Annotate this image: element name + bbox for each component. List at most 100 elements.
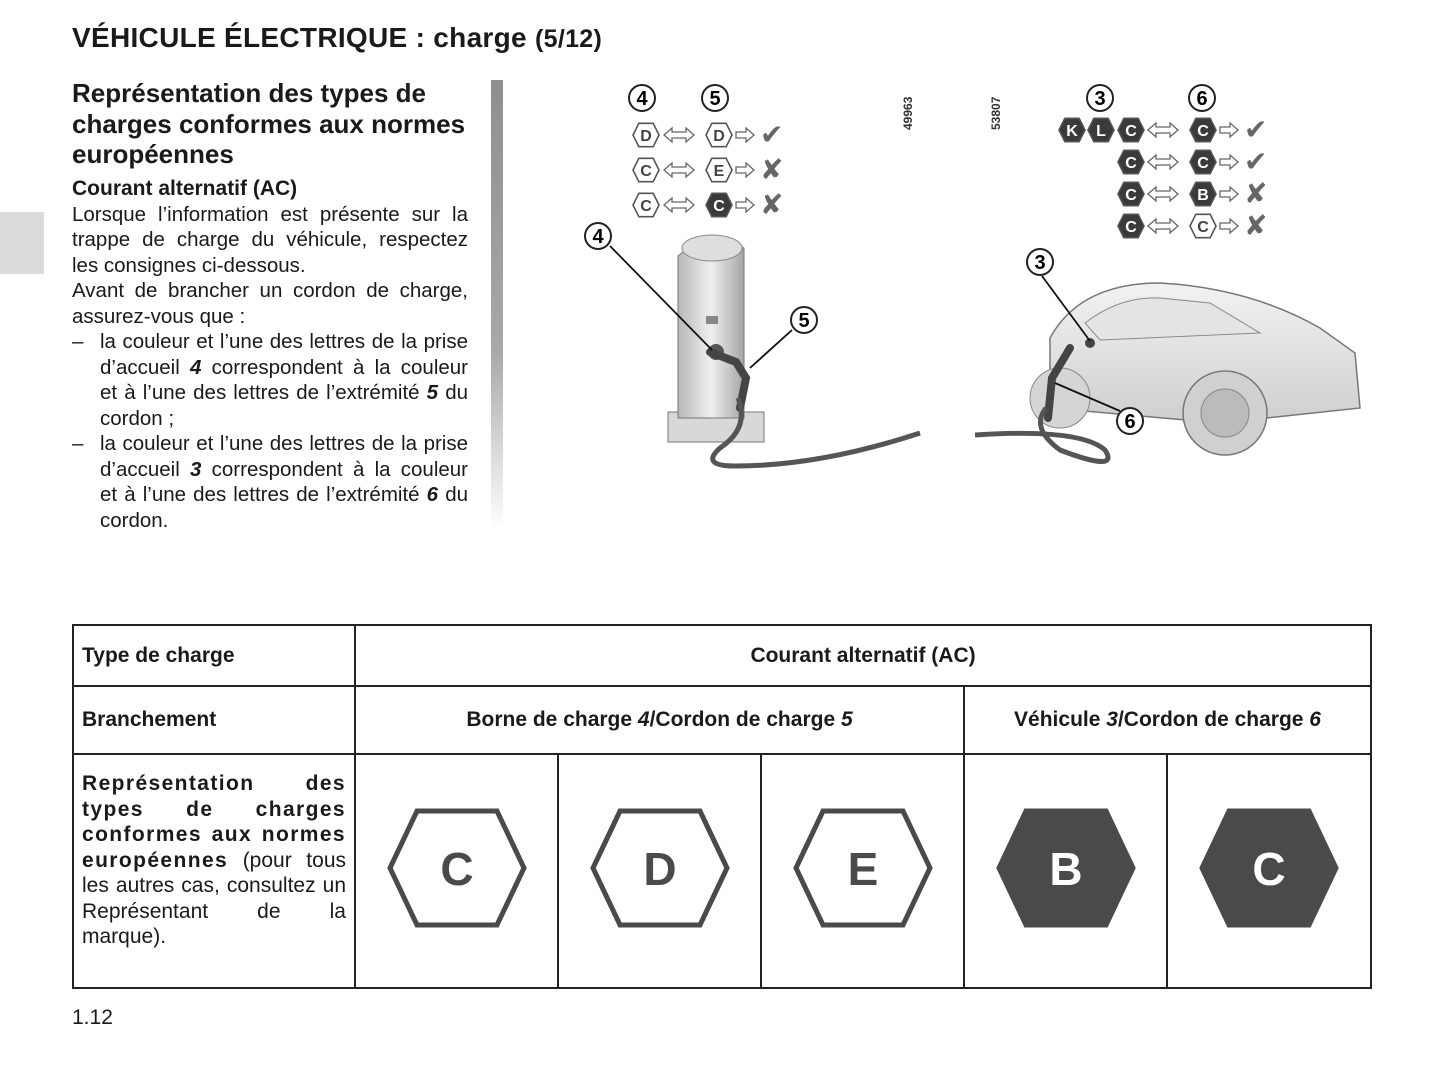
car [974,275,1361,464]
svg-text:C: C [640,163,652,180]
chapter-tab [0,212,44,274]
legend-hexagon: D [705,122,733,148]
paragraph-before: Avant de brancher un cordon de charge, a… [72,279,468,328]
arrow-right-icon [735,126,755,144]
svg-text:3: 3 [1034,252,1045,274]
svg-text:4: 4 [592,226,604,248]
cross-icon: ✘ [1244,209,1267,242]
page-number: 1.12 [72,1006,113,1029]
svg-text:C: C [1197,123,1209,140]
row-label-connection: Branchement [72,685,356,755]
cross-icon: ✘ [1244,177,1267,210]
svg-text:K: K [1066,123,1078,140]
callout-5-top: 5 [701,84,729,112]
svg-text:4: 4 [636,88,648,110]
svg-text:E: E [847,843,878,895]
section-heading: Représentation des types de charges conf… [72,78,466,169]
cross-icon: ✘ [760,188,783,221]
svg-text:L: L [1096,123,1106,140]
svg-text:6: 6 [1124,411,1135,433]
legend-hexagon: C [1189,213,1217,239]
type-value: Courant alternatif (AC) [353,624,1373,687]
callout-6-top: 6 [1188,84,1216,112]
hex-cell: C [354,753,559,989]
hexagon-c-filled: C [1199,808,1339,928]
table-row: Branchement Borne de charge 4/Cordon de … [72,685,1373,755]
svg-text:D: D [643,843,676,895]
svg-text:C: C [440,843,473,895]
arrow-right-icon [735,196,755,214]
svg-text:B: B [1049,843,1082,895]
legend-hexagon: C [632,192,660,218]
page-title: VÉHICULE ÉLECTRIQUE : charge (5/12) [72,22,602,54]
svg-text:D: D [713,128,725,145]
representation-label: Représentation des types de charges conf… [72,753,356,989]
charging-post [609,234,921,469]
legend-hexagon: C [1117,213,1145,239]
bidirectional-arrow-icon [1147,217,1179,235]
svg-text:5: 5 [798,310,809,332]
row-label-type: Type de charge [72,624,356,687]
bidirectional-arrow-icon [663,196,695,214]
legend-hexagon: C [632,157,660,183]
list-dash: – [72,330,84,353]
hexagon-c-outline: C [386,808,527,928]
svg-text:E: E [714,163,725,180]
arrow-right-icon [1219,217,1239,235]
callout-3-top: 3 [1086,84,1114,112]
bidirectional-arrow-icon [1147,153,1179,171]
legend-hexagon: D [632,122,660,148]
cross-icon: ✘ [760,153,783,186]
legend-hexagon: C [1117,149,1145,175]
legend-hexagon: L [1087,117,1115,143]
ref-number: 4 [190,355,202,379]
legend-hexagon: E [705,157,733,183]
bidirectional-arrow-icon [1147,121,1179,139]
legend-hexagon: C [1117,181,1145,207]
paragraph-intro: Lorsque l’information est présente sur l… [72,202,468,277]
hex-cell: C [1165,753,1373,989]
legend-hexagon: K [1058,117,1086,143]
svg-text:C: C [1125,219,1137,236]
list-text: la couleur et l’une des lettres de la pr… [100,432,468,481]
connection-station: Borne de charge 4/Cordon de charge 5 [354,685,965,755]
ref-code-right: 53807 [989,96,1003,130]
legend-hexagon: C [1189,149,1217,175]
arrow-right-icon [1219,185,1239,203]
callout-3-car: 3 [1026,248,1054,276]
ref-number: 3 [190,457,202,481]
hexagon-d-outline: D [589,808,730,928]
hexagon-e-outline: E [792,808,933,928]
callout-4-post: 4 [584,222,612,250]
list-text: correspondent à la couleur et à l’une de… [100,355,469,405]
hex-cell: D [557,753,762,989]
ref-number: 6 [426,483,439,506]
section-subheading: Courant alternatif (AC) [72,176,298,200]
legend-hexagon: C [1117,117,1145,143]
svg-text:6: 6 [1196,88,1207,110]
connection-vehicle: Véhicule 3/Cordon de charge 6 [962,685,1373,755]
check-icon: ✔ [1244,113,1267,146]
bidirectional-arrow-icon [1147,185,1179,203]
list-text: du cordon ; [100,381,468,430]
page-title-text: VÉHICULE ÉLECTRIQUE : charge [72,22,527,53]
charge-type-table: Type de charge Courant alternatif (AC) B… [72,624,1373,989]
legend-hexagon: B [1189,181,1217,207]
callout-4-top: 4 [628,84,656,112]
svg-text:3: 3 [1094,88,1105,110]
page-indicator: (5/12) [535,25,603,53]
svg-text:C: C [1125,123,1137,140]
text-column: Représentation des types de charges conf… [72,78,468,533]
svg-text:C: C [1197,155,1209,172]
list-text: la couleur et l’une des lettres de la pr… [100,330,468,379]
check-icon: ✔ [760,118,783,151]
bidirectional-arrow-icon [663,161,695,179]
hex-cell: B [963,753,1168,989]
hexagon-b-filled: B [995,808,1136,928]
callout-6-car: 6 [1116,407,1144,435]
svg-text:C: C [1197,219,1209,236]
arrow-right-icon [1219,121,1239,139]
